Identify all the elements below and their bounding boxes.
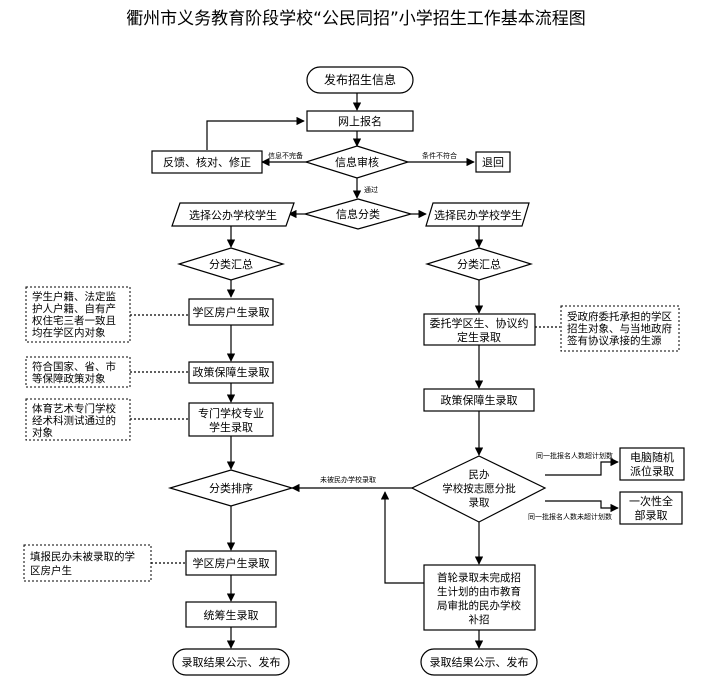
node-feedback-label: 反馈、核对、修正 (163, 155, 251, 169)
node-publish-left: 录取结果公示、发布 (172, 648, 290, 676)
node-classify: 信息分类 (302, 198, 414, 230)
node-register-label: 网上报名 (338, 114, 382, 128)
edge-label-condition-not-met: 条件不符合 (422, 151, 457, 160)
node-special-school-label-1: 专门学校专业 (198, 406, 264, 420)
node-policy-right: 政策保障生录取 (423, 388, 535, 412)
node-first-round-label-1: 首轮录取未完成招 (437, 571, 521, 584)
node-summary-left-label: 分类汇总 (209, 257, 253, 271)
node-publish-right: 录取结果公示、发布 (420, 648, 538, 676)
node-school-district-1: 学区房户生录取 (188, 298, 274, 326)
node-computer: 电脑随机 派位录取 (619, 447, 685, 481)
note-policy-line-1: 符合国家、省、市 (32, 360, 116, 373)
node-school-district-2: 学区房户生录取 (185, 550, 277, 576)
note-entrusted-line-2: 招生对象、与当地政府 (567, 322, 672, 335)
node-school-district-1-label: 学区房户生录取 (193, 305, 270, 319)
note-entrusted-line-1: 受政府委托承担的学区 (567, 310, 672, 323)
node-policy-left: 政策保障生录取 (188, 361, 274, 384)
diagram-title: 衢州市义务教育阶段学校“公民同招”小学招生工作基本流程图 (126, 8, 586, 29)
note-unadmitted-line-1: 填报民办未被录取的学 (30, 550, 135, 563)
node-sort: 分类排序 (167, 469, 295, 507)
note-household-line-1: 学生户籍、法定监 (32, 290, 116, 303)
note-policy: 符合国家、省、市 等保障政策对象 (25, 356, 131, 388)
note-household-line-4: 均在学区内对象 (32, 326, 106, 339)
node-private-batch: 民办 学校按志愿分批 录取 (410, 455, 547, 523)
node-publish: 发布招生信息 (306, 66, 414, 94)
node-overall: 统筹生录取 (185, 601, 277, 628)
note-arts-line-2: 经术科测试通过的 (32, 414, 116, 427)
note-arts-line-1: 体育艺术专门学校 (32, 402, 116, 415)
note-arts: 体育艺术专门学校 经术科测试通过的 对象 (25, 398, 131, 441)
node-first-round-label-4: 补招 (469, 613, 490, 626)
node-return-label: 退回 (482, 156, 504, 169)
node-summary-right-label: 分类汇总 (457, 257, 501, 271)
node-sort-label: 分类排序 (209, 481, 253, 495)
node-register: 网上报名 (306, 110, 414, 132)
node-school-district-2-label: 学区房户生录取 (193, 556, 270, 570)
node-entrusted-label-1: 委托学区生、协议约 (430, 316, 529, 330)
node-overall-label: 统筹生录取 (204, 608, 259, 622)
node-classify-label: 信息分类 (336, 207, 380, 221)
edge-label-passed: 通过 (364, 185, 378, 194)
node-choose-private: 选择民办学校学生 (425, 202, 530, 227)
node-choose-public: 选择公办学校学生 (171, 202, 295, 227)
node-private-batch-label-3: 录取 (469, 497, 490, 509)
note-household-line-2: 护人户籍、自有产 (32, 302, 116, 315)
node-publish-label: 发布招生信息 (324, 72, 396, 87)
node-entrusted-label-2: 定生录取 (457, 330, 501, 344)
connectors (130, 93, 619, 649)
node-policy-left-label: 政策保障生录取 (193, 365, 270, 379)
node-entrusted: 委托学区生、协议约 定生录取 (423, 313, 536, 346)
node-choose-public-label: 选择公办学校学生 (189, 208, 277, 222)
node-private-batch-label-1: 民办 (469, 468, 490, 481)
note-household: 学生户籍、法定监 护人户籍、自有产 权住宅三者一致且 均在学区内对象 (25, 286, 131, 343)
node-publish-right-label: 录取结果公示、发布 (430, 655, 529, 669)
node-computer-label-1: 电脑随机 (630, 450, 674, 464)
node-computer-label-2: 派位录取 (630, 464, 674, 478)
note-household-line-3: 权住宅三者一致且 (32, 314, 116, 327)
note-unadmitted: 填报民办未被录取的学 区房户生 (23, 544, 152, 582)
node-return: 退回 (475, 151, 511, 173)
note-entrusted-line-3: 签有协议承接的生源 (567, 334, 662, 347)
node-private-batch-label-2: 学校按志愿分批 (442, 482, 516, 495)
node-review-label: 信息审核 (335, 155, 379, 169)
node-policy-right-label: 政策保障生录取 (441, 393, 518, 407)
node-first-round-label-2: 生计划的由市教育 (437, 585, 521, 598)
note-arts-line-3: 对象 (32, 426, 53, 439)
node-publish-left-label: 录取结果公示、发布 (182, 655, 281, 669)
note-policy-line-2: 等保障政策对象 (32, 372, 106, 385)
node-one-time: 一次性全 部录取 (619, 491, 683, 525)
node-first-round: 首轮录取未完成招 生计划的由市教育 局审批的民办学校 补招 (423, 564, 536, 631)
edge-label-exceeds-plan: 同一批报名人数超计划数 (536, 451, 613, 460)
node-special-school-label-2: 学生录取 (209, 420, 253, 434)
node-first-round-label-3: 局审批的民办学校 (437, 599, 521, 612)
node-special-school: 专门学校专业 学生录取 (188, 402, 274, 437)
node-summary-left: 分类汇总 (176, 247, 286, 281)
note-entrusted: 受政府委托承担的学区 招生对象、与当地政府 签有协议承接的生源 (560, 305, 680, 352)
node-one-time-label-1: 一次性全 (629, 494, 673, 508)
node-feedback: 反馈、核对、修正 (151, 150, 263, 174)
node-summary-right: 分类汇总 (424, 247, 534, 281)
edge-label-not-admitted: 未被民办学校录取 (320, 475, 376, 484)
node-choose-private-label: 选择民办学校学生 (434, 208, 522, 222)
edge-label-info-incomplete: 信息不完备 (268, 151, 303, 160)
node-one-time-label-2: 部录取 (635, 508, 668, 522)
node-review: 信息审核 (303, 145, 411, 179)
edge-label-not-exceeds-plan: 同一批报名人数未超计划数 (528, 512, 612, 521)
note-unadmitted-line-2: 区房户生 (30, 564, 72, 577)
